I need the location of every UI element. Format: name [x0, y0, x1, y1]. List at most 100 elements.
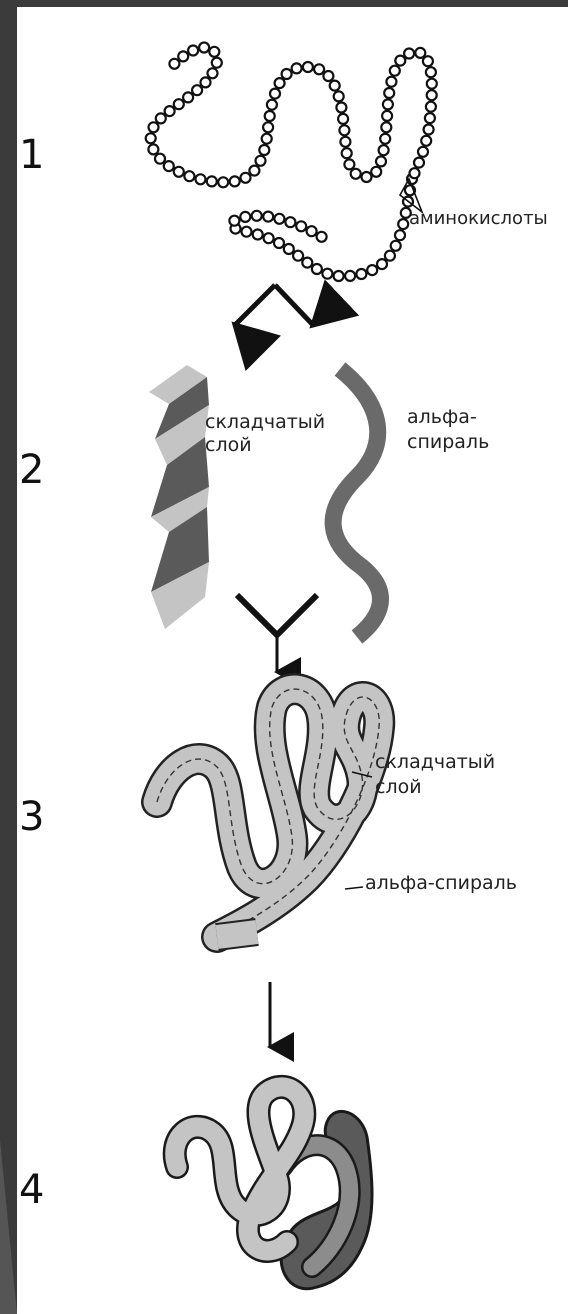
amino-acid-bead — [379, 145, 389, 155]
amino-acid-bead — [275, 78, 285, 88]
stage-number-3: 3 — [19, 797, 44, 837]
amino-acid-bead — [339, 125, 349, 135]
corner-wedge — [0, 1140, 17, 1314]
amino-acid-bead — [426, 102, 436, 112]
stage-number-2: 2 — [19, 450, 44, 490]
amino-acid-bead — [345, 271, 355, 281]
amino-acid-bead — [265, 111, 275, 121]
amino-acid-bead — [155, 154, 165, 164]
pleated-sheet — [149, 365, 209, 629]
protein-structure-diagram — [17, 7, 568, 1314]
amino-acid-bead — [421, 136, 431, 146]
amino-acid-bead — [178, 51, 188, 61]
amino-acid-bead — [386, 77, 396, 87]
amino-acid-bead — [322, 269, 332, 279]
amino-acid-bead — [292, 63, 302, 73]
amino-acid-bead — [425, 113, 435, 123]
amino-acid-bead — [340, 137, 350, 147]
amino-acid-bead — [230, 176, 240, 186]
amino-acid-bead — [270, 89, 280, 99]
amino-acid-bead — [395, 56, 405, 66]
amino-acid-bead — [196, 174, 206, 184]
pleated-sheet-label-line2: слой — [205, 435, 252, 457]
amino-acid-bead — [427, 79, 437, 89]
amino-acid-bead — [184, 171, 194, 181]
amino-acid-bead — [334, 91, 344, 101]
amino-acid-bead — [284, 244, 294, 254]
amino-acid-bead — [317, 232, 327, 242]
amino-acid-bead — [395, 230, 405, 240]
amino-acid-bead — [218, 177, 228, 187]
arrows-1-to-2 — [235, 285, 313, 325]
amino-acid-bead — [384, 88, 394, 98]
amino-acids-label: аминокислоты — [409, 209, 548, 230]
amino-acid-bead — [334, 271, 344, 281]
amino-acid-bead — [263, 122, 273, 132]
primary-structure-bead-chain — [146, 43, 437, 282]
amino-acid-bead — [410, 168, 420, 178]
pleated-sheet-label-line1: складчатый — [205, 412, 325, 434]
amino-acid-bead — [285, 217, 295, 227]
amino-acid-bead — [356, 269, 366, 279]
amino-acid-bead — [259, 145, 269, 155]
tertiary-sheet-label-line2: слой — [375, 777, 422, 799]
amino-acid-bead — [351, 169, 361, 179]
alpha-helix-label-line1: альфа- — [407, 407, 477, 429]
alpha-helix-ribbon — [333, 369, 380, 637]
amino-acid-bead — [367, 265, 377, 275]
amino-acid-bead — [383, 99, 393, 109]
amino-acid-bead — [307, 226, 317, 236]
amino-acid-bead — [323, 71, 333, 81]
tertiary-structure-ribbon — [157, 689, 379, 937]
amino-acid-bead — [253, 230, 263, 240]
amino-acid-bead — [274, 238, 284, 248]
quaternary-globule — [175, 1087, 372, 1289]
amino-acid-bead — [241, 173, 251, 183]
amino-acid-bead — [174, 167, 184, 177]
amino-acid-bead — [149, 122, 159, 132]
amino-acid-bead — [385, 251, 395, 261]
amino-acid-bead — [377, 259, 387, 269]
amino-acid-bead — [312, 264, 322, 274]
amino-acid-bead — [302, 258, 312, 268]
amino-acid-bead — [183, 92, 193, 102]
amino-acid-bead — [240, 212, 250, 222]
amino-acid-bead — [344, 159, 354, 169]
amino-acid-bead — [404, 49, 414, 59]
amino-acid-bead — [267, 100, 277, 110]
arrow-2-to-3 — [237, 595, 317, 672]
amino-acid-bead — [208, 68, 218, 78]
amino-acid-bead — [192, 85, 202, 95]
amino-acid-bead — [380, 134, 390, 144]
amino-acid-bead — [376, 156, 386, 166]
diagram-panel: 1 2 3 4 аминокислоты складчатый слой аль… — [17, 7, 568, 1314]
amino-acid-bead — [330, 81, 340, 91]
amino-acid-bead — [274, 214, 284, 224]
amino-acid-bead — [201, 77, 211, 87]
amino-acid-bead — [148, 144, 158, 154]
amino-acid-bead — [263, 212, 273, 222]
tertiary-sheet-label-line1: складчатый — [375, 752, 495, 774]
amino-acid-bead — [362, 172, 372, 182]
amino-acid-bead — [207, 176, 217, 186]
amino-acid-bead — [256, 156, 266, 166]
amino-acid-bead — [209, 47, 219, 57]
amino-acid-bead — [242, 227, 252, 237]
amino-acid-bead — [169, 59, 179, 69]
amino-acid-bead — [264, 233, 274, 243]
amino-acid-bead — [303, 62, 313, 72]
amino-acid-bead — [156, 113, 166, 123]
stage-number-4: 4 — [19, 1170, 44, 1210]
amino-acid-bead — [381, 122, 391, 132]
tertiary-helix-label: альфа-спираль — [365, 873, 517, 895]
amino-acid-bead — [342, 148, 352, 158]
amino-acid-bead — [423, 56, 433, 66]
amino-acid-bead — [382, 111, 392, 121]
amino-acid-bead — [371, 167, 381, 177]
amino-acid-bead — [252, 211, 262, 221]
amino-acid-bead — [418, 147, 428, 157]
amino-acid-bead — [165, 106, 175, 116]
alpha-helix-label-line2: спираль — [407, 432, 489, 454]
amino-acid-bead — [424, 125, 434, 135]
amino-acid-bead — [427, 90, 437, 100]
